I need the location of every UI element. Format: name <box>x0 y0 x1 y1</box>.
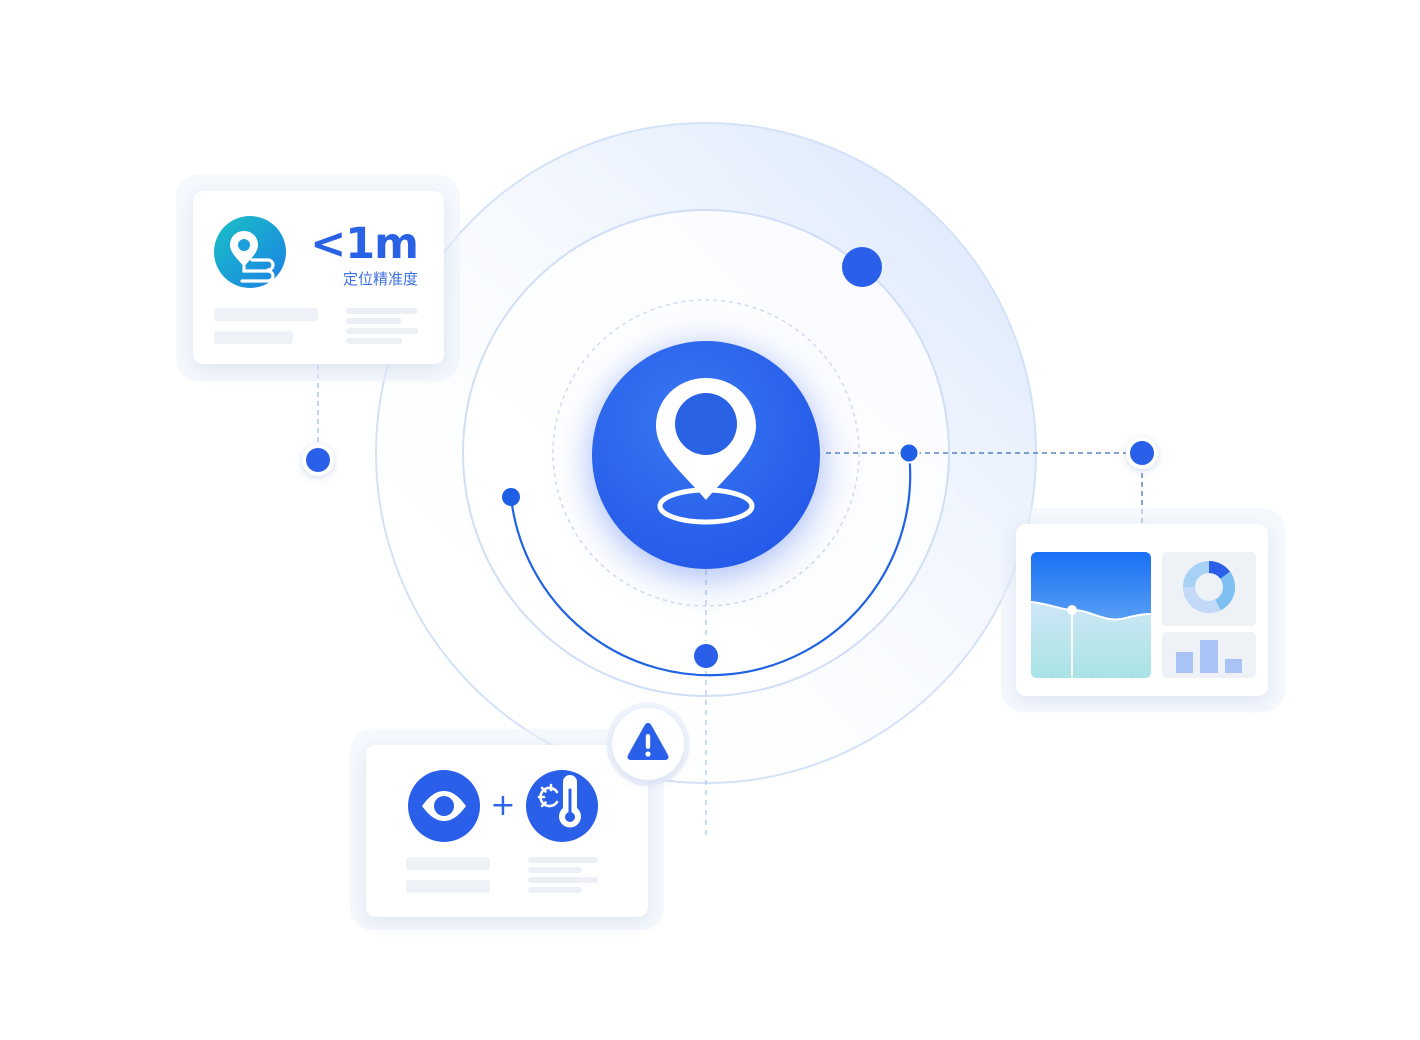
satellite-dot <box>842 247 882 287</box>
placeholder-line <box>528 887 582 893</box>
placeholder-line <box>346 338 402 344</box>
placeholder-line <box>528 877 598 883</box>
orbit-arc <box>509 452 912 677</box>
placeholder-line <box>528 867 582 873</box>
placeholder-line <box>528 857 598 863</box>
accuracy-label: 定位精准度 <box>342 270 418 288</box>
warning-triangle-icon <box>627 723 669 760</box>
placeholder-bar <box>406 880 490 893</box>
orbit-node-right <box>898 442 920 464</box>
placeholder-bar <box>214 308 318 321</box>
location-route-icon <box>214 216 286 288</box>
temperature-sun-icon <box>526 770 598 842</box>
bar-chart-widget <box>1162 632 1256 678</box>
inner-ring-dashed <box>552 299 860 607</box>
warning-badge-inner <box>612 708 684 780</box>
orbit-node-left <box>502 488 520 506</box>
accuracy-value: <1m <box>310 219 419 269</box>
eye-icon <box>408 770 480 842</box>
plus-sign: + <box>490 788 516 823</box>
area-chart-widget <box>1031 552 1151 678</box>
placeholder-line <box>346 308 418 314</box>
placeholder-line <box>346 328 418 334</box>
placeholder-bar <box>406 857 490 870</box>
placeholder-line <box>346 318 402 324</box>
map-pin-icon <box>656 378 756 525</box>
donut-chart-widget <box>1162 552 1256 626</box>
placeholder-bar <box>214 331 293 344</box>
